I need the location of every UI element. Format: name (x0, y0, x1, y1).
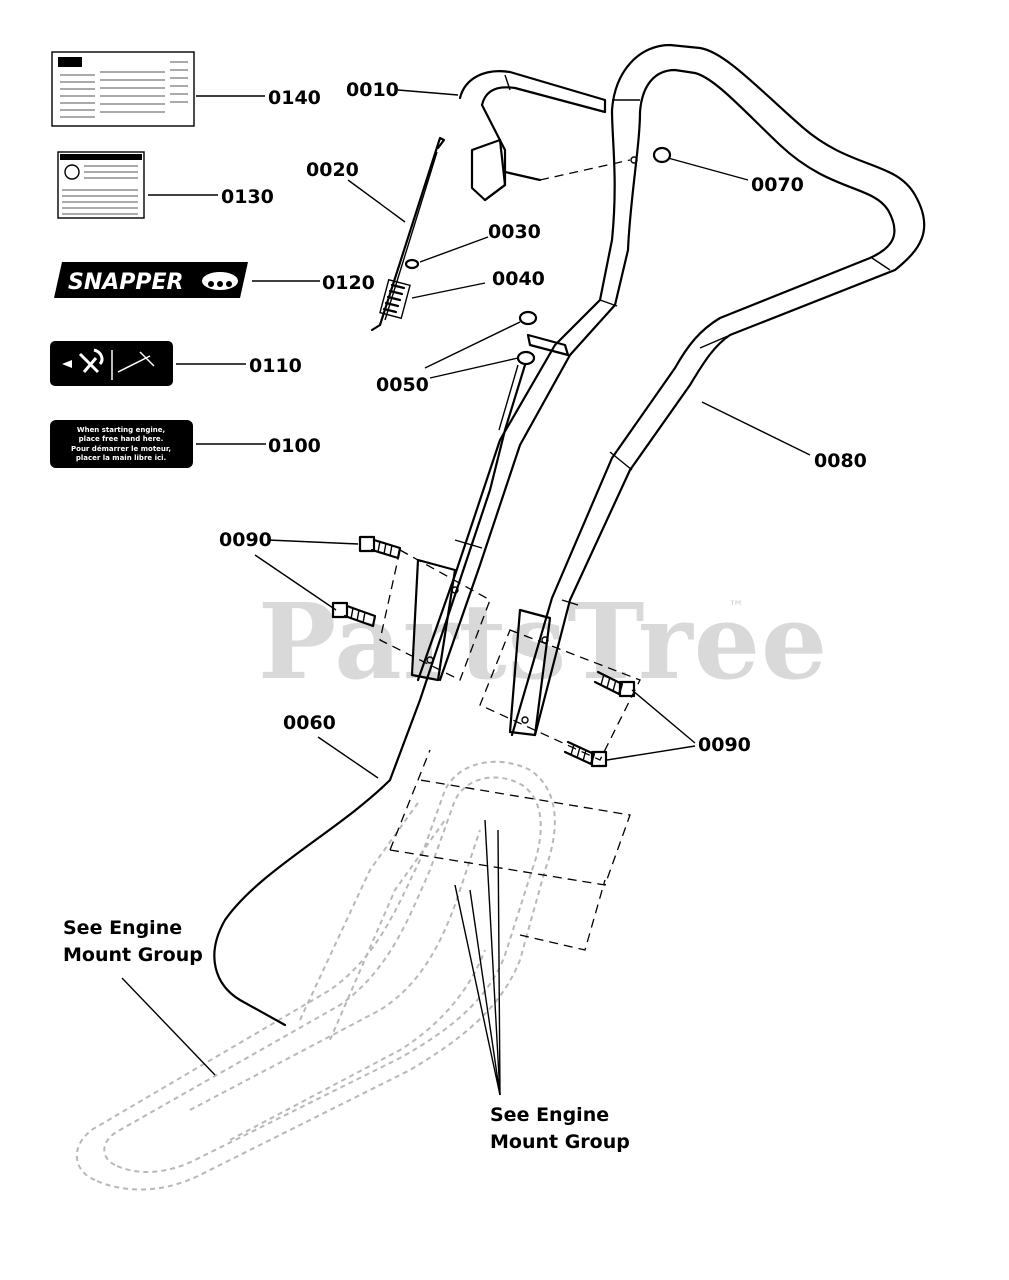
note-engine-left-line2: Mount Group (63, 944, 203, 966)
assembly-lines (379, 159, 641, 951)
decal-text-line2: place free hand here. (79, 435, 164, 443)
handle-frame (410, 43, 926, 737)
decal-0120-snapper: SNAPPER (54, 262, 248, 298)
leader-lines (121, 89, 811, 1096)
callout-0140: 0140 (268, 87, 321, 109)
lock-nut-upper (518, 310, 538, 326)
decal-0130 (57, 151, 145, 219)
lever-icon (117, 351, 155, 373)
note-engine-left-line1: See Engine (63, 917, 182, 939)
decal-0140 (51, 51, 195, 127)
spring-part (379, 278, 411, 320)
engine-mount-outline (75, 760, 556, 1191)
hand-release-icon (78, 348, 104, 374)
callout-0130: 0130 (221, 186, 274, 208)
watermark-trademark: ™ (728, 597, 744, 616)
bolt-lower-left (331, 601, 377, 628)
lock-nut-lower (516, 350, 536, 366)
callout-0090-left: 0090 (219, 529, 272, 551)
note-engine-right-line1: See Engine (490, 1104, 609, 1126)
decal-0110 (50, 341, 173, 386)
callout-0050: 0050 (376, 374, 429, 396)
callout-0110: 0110 (249, 355, 302, 377)
bolt-upper-right (593, 670, 636, 698)
bail-part (458, 70, 607, 202)
callout-0030: 0030 (488, 221, 541, 243)
decal-text-line4: placer la main libre ici. (76, 454, 166, 462)
decal-0100: When starting engine, place free hand he… (50, 420, 193, 468)
bolt-upper-left (358, 535, 402, 560)
arrow-left-icon (62, 360, 72, 368)
note-engine-right-line2: Mount Group (490, 1131, 630, 1153)
callout-0070: 0070 (751, 174, 804, 196)
snapper-brand-text: SNAPPER (68, 270, 184, 295)
bolt-lower-right (563, 740, 608, 768)
callout-0090-right: 0090 (698, 734, 751, 756)
decal-text-line1: When starting engine, (77, 426, 165, 434)
cable-bracket (526, 333, 570, 357)
callout-0020: 0020 (306, 159, 359, 181)
callout-0010: 0010 (346, 79, 399, 101)
callout-0120: 0120 (322, 272, 375, 294)
decal-text-line3: Pour démarrer le moteur, (71, 445, 171, 453)
cable-part (213, 363, 527, 1027)
callout-0060: 0060 (283, 712, 336, 734)
callout-0080: 0080 (814, 450, 867, 472)
callout-0100: 0100 (268, 435, 321, 457)
nut-part (404, 258, 420, 270)
washer-part (652, 146, 672, 164)
callout-0040: 0040 (492, 268, 545, 290)
